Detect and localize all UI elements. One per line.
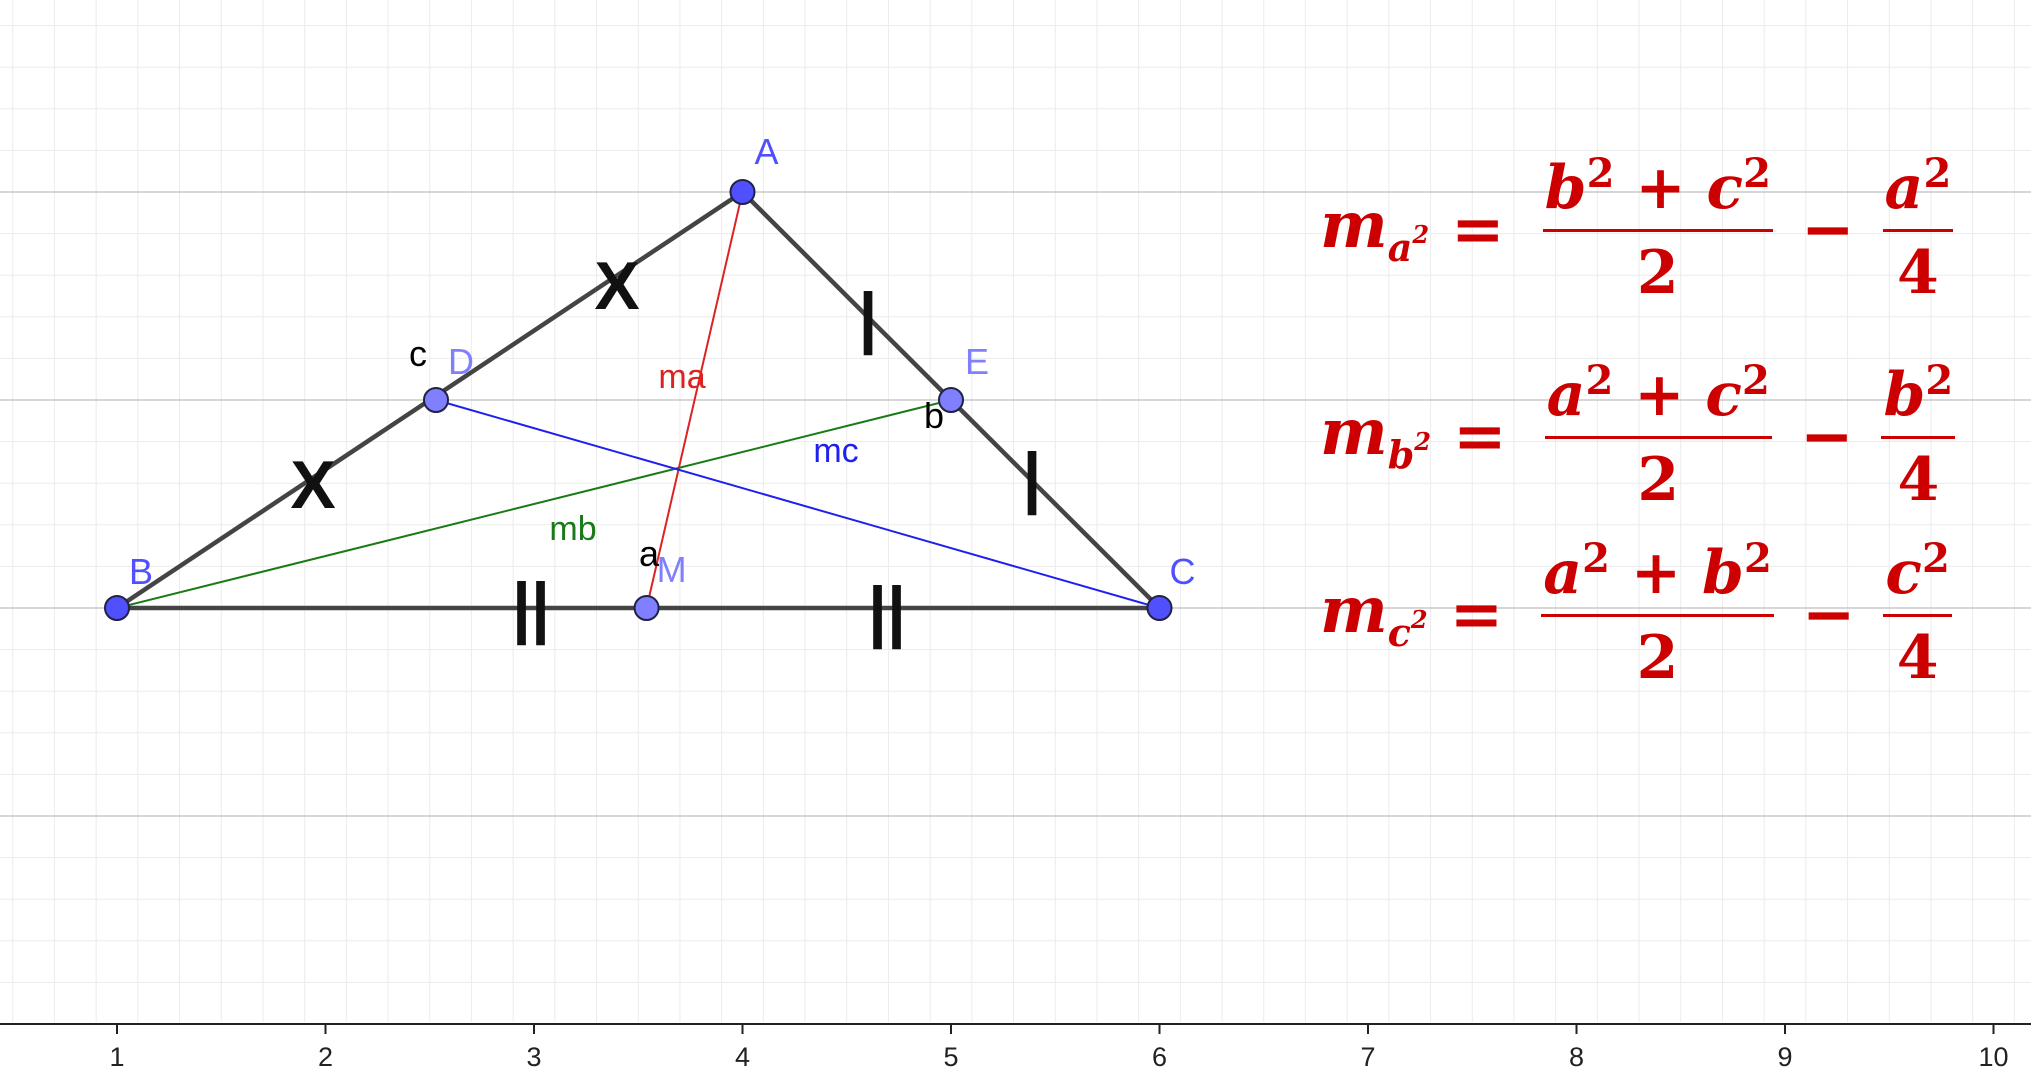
single-mark-ec: | (1022, 439, 1041, 516)
median-mc-line[interactable] (435, 399, 1160, 609)
median-label-mb: mb (549, 510, 596, 548)
point-label-c: C (1170, 551, 1196, 592)
point-a[interactable] (729, 179, 756, 205)
side-label-a: a (639, 533, 660, 574)
formula-ma-fraction: b2 + c2 2 (1542, 150, 1773, 308)
formula-mc-rhs-fraction: c2 4 (1883, 535, 1952, 693)
point-d[interactable] (423, 387, 450, 413)
point-m[interactable] (633, 595, 660, 621)
minus-sign: − (1799, 398, 1854, 474)
side-label-c: c (409, 333, 427, 374)
formula-mb-lhs: mb2 (1320, 395, 1431, 477)
x-axis-tick-label: 4 (735, 1042, 750, 1072)
double-mark-mc: || (868, 573, 906, 650)
median-label-ma: ma (658, 358, 705, 396)
cross-mark-ad: X (594, 248, 639, 324)
point-label-e: E (965, 341, 989, 382)
grid-minor (0, 0, 2031, 1022)
x-axis-tick-label: 7 (1360, 1042, 1375, 1072)
equal-segment-marks: X X | | || || (290, 248, 1041, 650)
x-axis-tick-label: 1 (109, 1042, 124, 1072)
x-axis-tick-label: 2 (318, 1042, 333, 1072)
point-b[interactable] (104, 595, 130, 621)
equals-sign: = (1451, 191, 1505, 267)
x-axis-tick-label: 8 (1569, 1042, 1584, 1072)
formula-mb-rhs-fraction: b2 4 (1881, 357, 1956, 515)
x-axis-tick-label: 5 (943, 1042, 958, 1072)
formula-ma: ma2 = b2 + c2 2 − a2 4 (1320, 150, 1954, 308)
single-mark-ae: | (858, 279, 877, 356)
point-label-d: D (448, 341, 474, 382)
point-label-a: A (755, 131, 779, 172)
formula-mc-fraction: a2 + b2 2 (1541, 535, 1774, 693)
median-ma-line[interactable] (645, 191, 744, 609)
point-c[interactable] (1146, 595, 1173, 621)
point-label-m: M (657, 549, 687, 590)
cross-mark-db: X (290, 447, 335, 523)
minus-sign: − (1801, 576, 1856, 652)
x-axis-tick-label: 6 (1152, 1042, 1167, 1072)
median-labels: ma mb mc (549, 358, 858, 548)
formula-mb-fraction: a2 + c2 2 (1544, 357, 1772, 515)
minus-sign: − (1800, 191, 1855, 267)
x-axis-tick-label: 9 (1777, 1042, 1792, 1072)
x-axis-tick-label: 3 (526, 1042, 541, 1072)
point-label-b: B (129, 551, 153, 592)
point-e[interactable] (938, 387, 964, 413)
median-label-mc: mc (813, 432, 858, 470)
side-label-b: b (924, 395, 944, 436)
formula-ma-lhs: ma2 (1320, 188, 1430, 270)
points[interactable]: A B C D E M (104, 131, 1196, 621)
formula-ma-rhs-fraction: a2 4 (1882, 150, 1954, 308)
x-axis: 1 2 3 4 5 6 7 8 9 10 (0, 1023, 2031, 1072)
side-labels: c b a (409, 333, 944, 574)
x-axis-tick-label: 10 (1978, 1042, 2008, 1072)
formula-mc-lhs: mc2 (1320, 573, 1428, 655)
formula-mc: mc2 = a2 + b2 2 − c2 4 (1320, 535, 1952, 693)
median-mb-line[interactable] (116, 399, 952, 609)
double-mark-bm: || (512, 569, 550, 646)
equals-sign: = (1449, 576, 1504, 652)
equals-sign: = (1453, 398, 1507, 474)
formula-mb: mb2 = a2 + c2 2 − b2 4 (1320, 357, 1956, 515)
